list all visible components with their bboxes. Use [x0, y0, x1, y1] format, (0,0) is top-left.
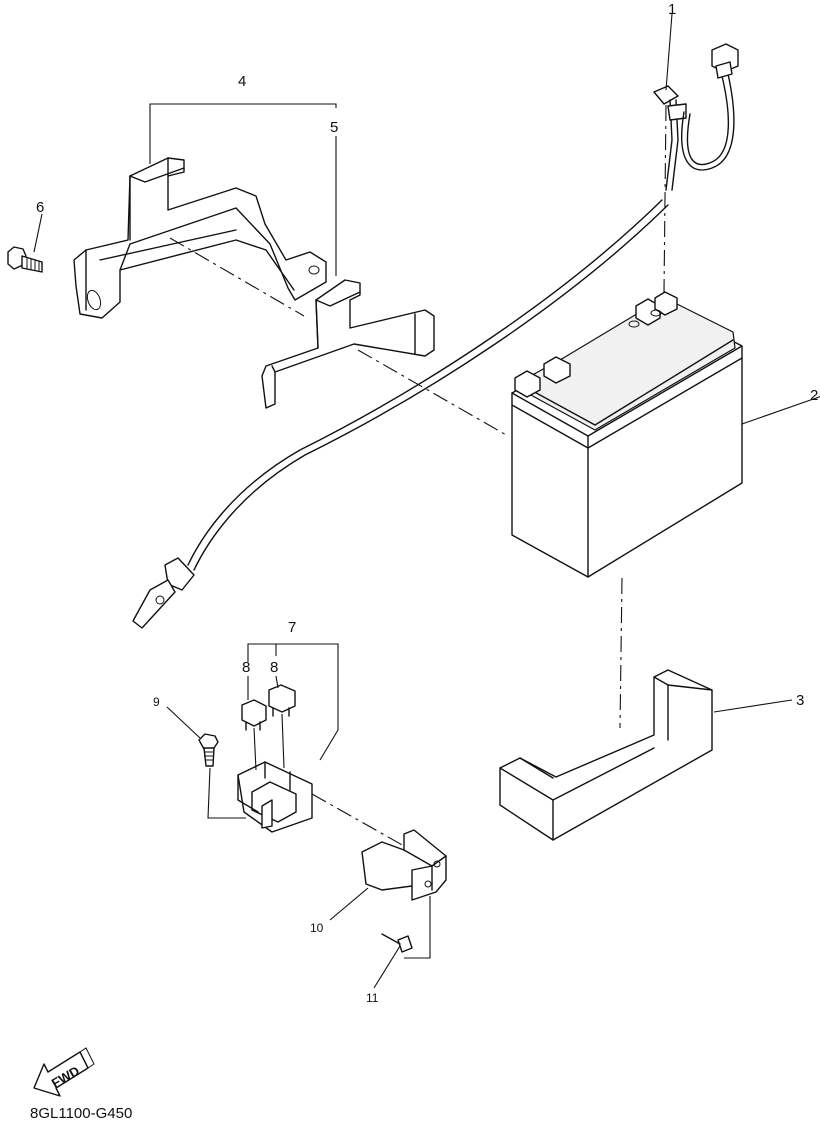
battery-cable	[132, 43, 739, 629]
callout-8a: 8	[242, 659, 250, 676]
callout-7: 7	[288, 619, 296, 636]
assembly-lines	[169, 104, 667, 959]
fwd-arrow-icon: FWD	[33, 1047, 95, 1097]
flange-bolt	[7, 246, 43, 273]
relay-bracket	[361, 829, 447, 901]
callout-3: 3	[796, 692, 804, 709]
battery-box	[499, 669, 713, 841]
callout-10: 10	[310, 921, 324, 935]
callout-8b: 8	[270, 659, 278, 676]
battery	[511, 291, 743, 578]
callout-numbers: 1 2 3 4 5 6 7 8 8 9 10 11	[36, 1, 818, 1005]
leader-lines	[33, 13, 820, 989]
battery-band	[261, 279, 435, 409]
relay-bolt	[198, 733, 219, 767]
drawing-code: 8GL1100-G450	[30, 1105, 132, 1122]
callout-6: 6	[36, 199, 44, 216]
battery-bracket	[73, 157, 327, 319]
callout-1: 1	[668, 1, 676, 18]
callout-11: 11	[366, 991, 379, 1005]
callout-5: 5	[330, 119, 338, 136]
rivet	[381, 933, 413, 953]
fuse	[241, 684, 296, 731]
starter-relay	[237, 761, 313, 833]
callout-9: 9	[153, 695, 160, 709]
callout-4: 4	[238, 73, 246, 90]
callout-2: 2	[810, 387, 818, 404]
